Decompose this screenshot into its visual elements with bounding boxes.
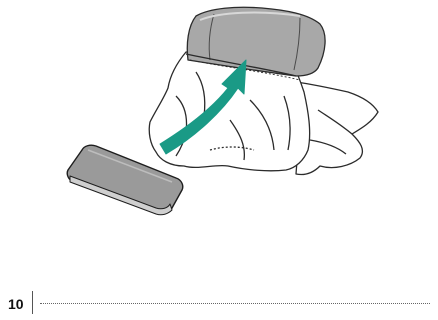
headrest-cover-illustration	[0, 0, 438, 230]
page-number: 10	[8, 296, 24, 312]
footer-separator	[32, 291, 33, 314]
footer-dotted-line	[40, 303, 430, 304]
